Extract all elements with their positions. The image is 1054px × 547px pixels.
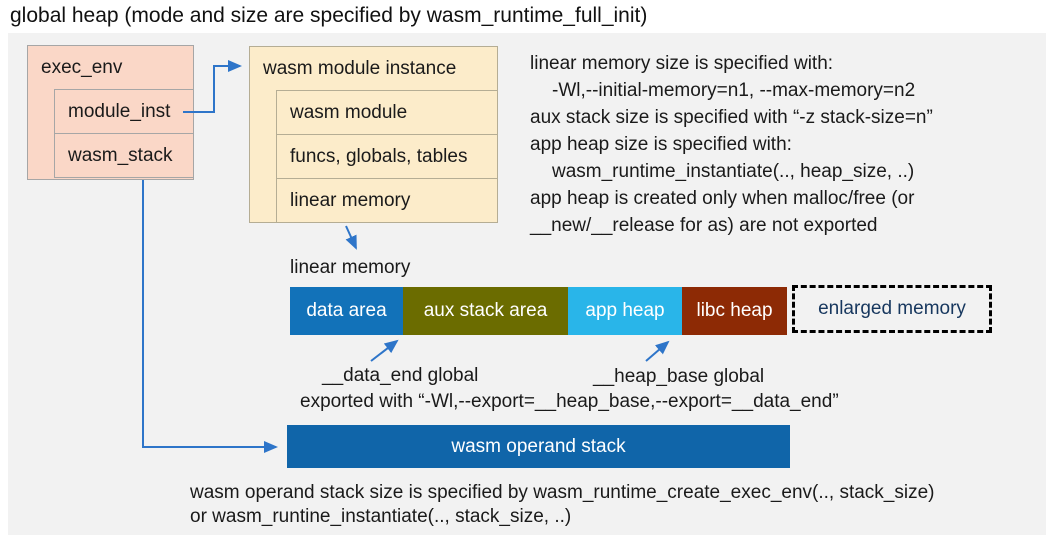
note-line: app heap size is specified with:: [530, 134, 792, 155]
page-title: global heap (mode and size are specified…: [10, 4, 648, 27]
segment-app-heap: app heap: [568, 287, 682, 335]
wasm-module-instance-header: wasm module instance: [263, 58, 457, 79]
linear-memory-bar: data area aux stack area app heap libc h…: [290, 287, 787, 335]
note-line: __new/__release for as) are not exported: [530, 215, 878, 236]
note-line: linear memory size is specified with:: [530, 53, 834, 74]
footer-line: or wasm_runtine_instantiate(.., stack_si…: [190, 506, 572, 527]
wasm-operand-stack-bar: wasm operand stack: [287, 425, 790, 468]
heap-base-global-label: __heap_base global: [593, 366, 765, 387]
memory-notes: linear memory size is specified with: -W…: [530, 50, 933, 239]
exported-with-label: exported with “-Wl,--export=__heap_base,…: [300, 391, 839, 412]
enlarged-memory-box: enlarged memory: [792, 285, 992, 333]
segment-libc-heap: libc heap: [682, 287, 787, 335]
exec-env-box: exec_env module_inst wasm_stack: [27, 45, 194, 180]
note-line: -Wl,--initial-memory=n1, --max-memory=n2: [552, 80, 916, 101]
segment-data-area: data area: [290, 287, 403, 335]
footer-line: wasm operand stack size is specified by …: [190, 482, 935, 503]
note-line: wasm_runtime_instantiate(.., heap_size, …: [552, 161, 915, 182]
exec-env-row-module-inst: module_inst: [54, 89, 193, 134]
note-line: aux stack size is specified with “-z sta…: [530, 107, 933, 128]
instance-row-wasm-module: wasm module: [276, 90, 497, 135]
exec-env-header: exec_env: [41, 57, 123, 78]
operand-stack-notes: wasm operand stack size is specified by …: [190, 481, 935, 529]
note-line: app heap is created only when malloc/fre…: [530, 188, 915, 209]
linear-memory-label: linear memory: [290, 257, 411, 278]
segment-aux-stack-area: aux stack area: [403, 287, 568, 335]
exec-env-row-wasm-stack: wasm_stack: [54, 133, 193, 178]
data-end-global-label: __data_end global: [322, 365, 479, 386]
instance-row-funcs-globals-tables: funcs, globals, tables: [276, 134, 497, 179]
instance-row-linear-memory: linear memory: [276, 178, 497, 223]
wasm-module-instance-box: wasm module instance wasm module funcs, …: [249, 46, 498, 223]
